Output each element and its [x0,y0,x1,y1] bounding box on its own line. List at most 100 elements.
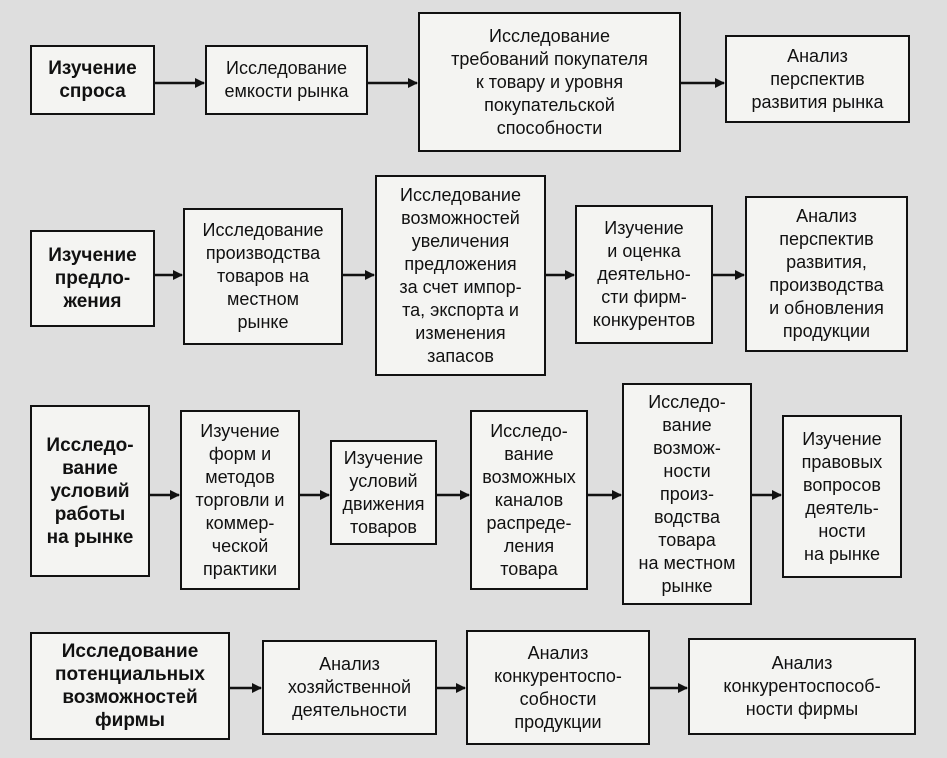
box-text-line: ческой [211,535,269,556]
box-text-line: и оценка [607,241,681,261]
box-text-line: продукции [782,321,871,341]
box-text-line: спроса [59,81,126,102]
box-text-line: деятельно- [597,264,691,284]
box-text-line: и обновления [769,298,884,318]
box-text-line: Изучение [604,218,684,238]
box-text-line: условий [50,480,130,502]
box-text-line: предложения [404,253,517,274]
box-text-line: перспектив [770,68,865,89]
box-text-line: на рынке [804,543,880,564]
box-text-line: возмож- [653,437,721,458]
box-text-line: вопросов [803,474,881,495]
box-text-line: покупательской [484,94,615,115]
box-text-line: требований покупателя [451,48,648,69]
box-text-line: запасов [427,345,494,366]
box-text-line: товаров [349,516,417,537]
box-text-line: Исследо- [648,391,726,412]
box-text-line: вание [504,443,554,464]
row-2-box-5: Анализ перспектив развития, производства и о… [745,196,908,352]
box-text-line: рынке [237,312,289,332]
box-text-line: Изучение [802,428,882,449]
box-text-line: методов [205,466,275,487]
box-text-line: местном [227,289,299,309]
box-text-line: торговли и [195,489,285,510]
box-text-line: увеличения [411,230,510,251]
box-text-line: каналов [494,489,564,510]
box-text-line: условий [349,470,418,491]
box-text-line: деятель- [805,497,879,518]
box-text-line: деятельности [292,700,407,720]
box-text-line: коммер- [205,512,275,533]
box-text-line: форм и [208,443,272,464]
box-text-line: движения [342,493,425,514]
box-text-line: работы [54,503,126,525]
box-text-line: Изучение [48,58,137,79]
box-text-line: конкурентоспо- [494,665,622,686]
box-text-line: предло- [54,268,131,289]
box-text-line: собности [519,688,597,709]
box-text-line: произ- [659,483,715,504]
box-text-line: продукции [514,711,602,732]
box-text-line: изменения [415,322,506,343]
box-text-line: фирмы [95,710,165,731]
box-text-line: та, экспорта и [402,299,519,320]
box-text-line: Исследование [400,184,521,205]
box-text-line: рынке [661,575,713,596]
box-text-line: за счет импор- [399,276,522,297]
box-text-line: товаров на [217,266,309,286]
box-text-line: ления [503,535,555,556]
box-text-line: конкурентов [592,310,696,330]
box-text-line: к товару и уровня [475,71,624,92]
box-text-line: производства [205,243,321,263]
box-text-line: вание [62,457,118,479]
box-text-line: емкости рынка [224,81,349,101]
box-text-line: развития рынка [751,91,884,112]
box-text-line: Изучение [48,245,137,266]
box-text-line: перспектив [779,229,874,249]
box-text-line: производства [769,275,884,295]
box-text-line: Изучение [343,447,424,468]
box-text-line: вание [662,414,712,435]
box-text-line: водства [653,506,721,527]
box-text-line: возможностей [62,687,198,708]
box-text-line: ности [818,520,866,541]
box-text-line: возможных [482,466,576,487]
box-text-line: Исследование [226,58,347,78]
box-text-line: Анализ [796,206,857,226]
box-text-line: на местном [638,552,736,573]
box-text-line: хозяйственной [287,677,412,697]
box-text-line: развития, [786,252,867,272]
box-text-line: сти фирм- [601,287,687,307]
box-text-line: конкурентоспособ- [723,676,881,696]
box-text-line: товара [658,529,716,550]
box-text-line: правовых [801,451,883,472]
box-text-line: Исследо- [490,420,568,441]
box-text-line: Исследо- [46,434,134,456]
box-text-line: распреде- [486,512,572,533]
box-text-line: ности [663,460,711,481]
box-text-line: Анализ [771,653,833,673]
box-text-line: товара [500,558,558,579]
box-text-line: жения [63,291,122,312]
box-text-line: Исследование [61,641,199,662]
box-text-line: Исследование [489,25,610,46]
row-2-box-4: Изучение и оценка деятельно-сти фирм-конку… [575,205,713,344]
box-text-line: практики [202,558,278,579]
box-text-line: Анализ [527,642,589,663]
